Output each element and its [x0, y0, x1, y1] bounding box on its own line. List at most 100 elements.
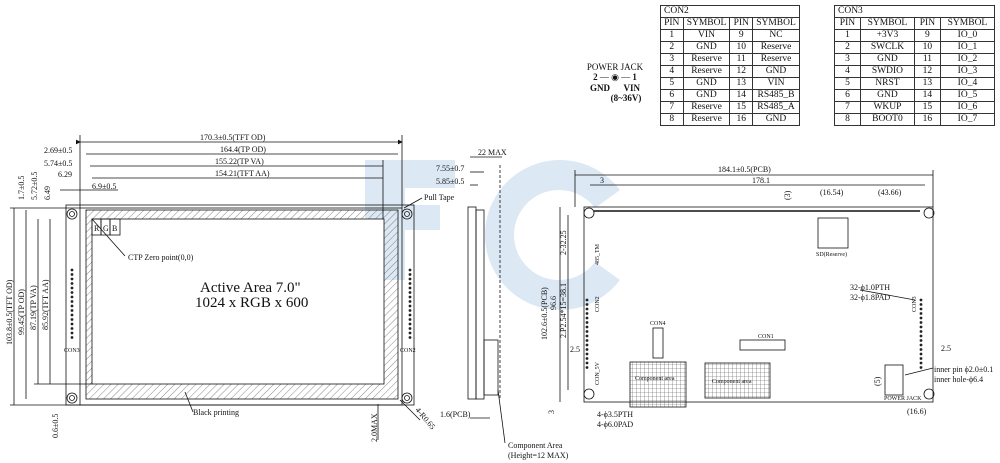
- pin-dot: [408, 291, 412, 294]
- pin-dot: [408, 313, 412, 317]
- tft-outline: [79, 207, 403, 406]
- pin-dot: [585, 312, 589, 315]
- power-jack-part: [884, 364, 904, 396]
- table-cell: IO_7: [939, 113, 996, 126]
- pad-label: 32-ϕ1.8PAD: [850, 293, 890, 302]
- pin-dot: [919, 303, 923, 306]
- pin-dot: [585, 298, 589, 302]
- pin-dot: [408, 268, 412, 272]
- ctp-zero-label: CTP Zero point(0,0): [128, 253, 194, 262]
- pin-dot: [70, 295, 74, 299]
- voltage-range: (8~36V): [610, 93, 642, 103]
- component-area-2: [704, 362, 771, 399]
- active-area: [91, 218, 385, 385]
- table-cell: GND: [751, 113, 801, 126]
- rgb-b: B: [112, 224, 117, 233]
- pin-dot: [919, 298, 923, 302]
- dim-2max: 2.0MAX: [370, 413, 379, 442]
- pin-dot: [585, 316, 589, 320]
- pin-dot: [408, 286, 412, 290]
- component-area-label: Component Area: [508, 441, 563, 450]
- con1-label: CON1: [758, 334, 774, 340]
- pin-dot: [408, 318, 412, 321]
- mount-hole-label: 4-ϕ3.5PTH: [597, 410, 633, 419]
- pin-dot: [408, 304, 412, 308]
- rgb-g: G: [103, 224, 109, 233]
- pin-dot: [70, 313, 74, 317]
- vin-label: VIN: [623, 83, 640, 93]
- dim-pcb-thickness: 1.6(PCB): [440, 410, 471, 419]
- sd-slot: [817, 217, 849, 249]
- pin-dot: [585, 366, 589, 369]
- dim-tp-od-height: 99.45(TP OD): [17, 289, 26, 335]
- dim-tft-aa-width: 154.21(TFT AA): [215, 169, 270, 178]
- side-view: [467, 156, 506, 444]
- pin-dot: [408, 295, 412, 299]
- dim-tp-va-width: 155.22(TP VA): [215, 157, 264, 166]
- pin-dot: [919, 312, 923, 315]
- pin-dot: [585, 330, 589, 333]
- pin-dot: [408, 300, 412, 303]
- dim-3-bottom: 3: [547, 410, 556, 414]
- pin-dot: [70, 291, 74, 294]
- pin1-label: 1: [632, 72, 637, 82]
- dim-3b: (3): [783, 190, 792, 200]
- dim-offset-2: 5.74±0.5: [44, 159, 72, 168]
- component-height-label: (Height=12 MAX): [508, 451, 569, 460]
- pin-dot: [408, 322, 412, 326]
- pin-dot: [919, 316, 923, 320]
- dim-5: (5): [873, 376, 882, 386]
- pin-dot: [70, 304, 74, 308]
- front-view: [10, 135, 423, 440]
- pin-dot: [585, 321, 589, 324]
- back-view: [559, 170, 935, 408]
- dim-16-54: (16.54): [820, 188, 844, 197]
- connector-pins: [70, 268, 923, 369]
- dim-v-1: 1.7±0.5: [17, 176, 26, 200]
- active-area-label: Active Area 7.0": [200, 280, 301, 296]
- dim-offset-1: 2.69±0.5: [44, 146, 72, 155]
- con2-front-label: CON2: [400, 348, 416, 354]
- component-area-2-label: Component area: [712, 379, 752, 385]
- table-cell: Reserve: [682, 113, 731, 126]
- black-printing-label: Black printing: [193, 408, 239, 417]
- inner-hole-label: inner hole-ϕ6.4: [934, 375, 983, 384]
- holes-label: 4-R0.65: [413, 406, 437, 432]
- dim-v-bottom: 0.6±0.5: [51, 414, 60, 438]
- pin-dot: [919, 366, 923, 369]
- pin-dot: [585, 361, 589, 365]
- power-jack-legend: POWER JACK 2 — ◉ — 1 GND VIN (8~36V): [582, 62, 648, 103]
- pin2-label: 2: [593, 72, 598, 82]
- dim-tp-va-height: 87.19(TP VA): [29, 285, 38, 330]
- con3-back-label: CON3: [912, 296, 918, 312]
- dim-16-6: (16.6): [907, 407, 927, 416]
- pin-dot: [70, 268, 74, 272]
- dim-pcb-height: 102.6±0.5(PCB): [540, 287, 549, 340]
- pin-dot: [585, 348, 589, 351]
- pcb-outline: [583, 206, 934, 403]
- dim-tp-od-width: 164.4(TP OD): [220, 145, 266, 154]
- dim-pitch: 2.P2.54*15=38.1: [559, 283, 568, 338]
- pull-tape-label: Pull Tape: [424, 193, 455, 202]
- table-cell: 8: [834, 113, 861, 126]
- pin-dot: [70, 277, 74, 281]
- pin-dot: [585, 307, 589, 311]
- dim-offset-3: 6.29: [58, 170, 72, 179]
- pin-dot: [70, 331, 74, 335]
- sd-label: SD(Reserve): [816, 251, 847, 258]
- rs485-terminal-label: 485_TM: [595, 243, 601, 265]
- dim-2-32-25: 2-32.25: [559, 230, 568, 255]
- pin-dot: [70, 336, 74, 339]
- dim-side-1: 7.55±0.7: [436, 164, 464, 173]
- pin-dot: [408, 309, 412, 312]
- pin-dot: [919, 334, 923, 338]
- pin-dot: [70, 322, 74, 326]
- dim-3: 3: [600, 176, 604, 185]
